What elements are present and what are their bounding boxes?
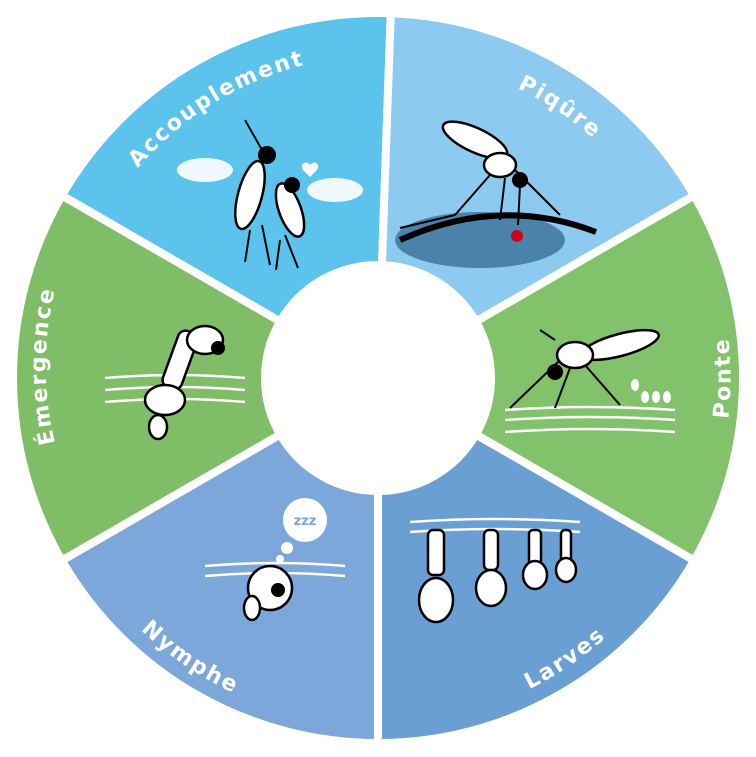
larvae-icon (409, 517, 581, 624)
center-hole (265, 265, 491, 491)
sleep-bubble-text: zzz (294, 514, 317, 529)
mating-mosquitoes-icon (177, 119, 363, 271)
label-ponte: Ponte (709, 336, 736, 419)
emerging-mosquito-icon (104, 324, 246, 441)
pupa-icon: zzz (204, 498, 346, 622)
egg-laying-mosquito-icon (504, 328, 676, 434)
biting-mosquito-icon (395, 120, 598, 268)
